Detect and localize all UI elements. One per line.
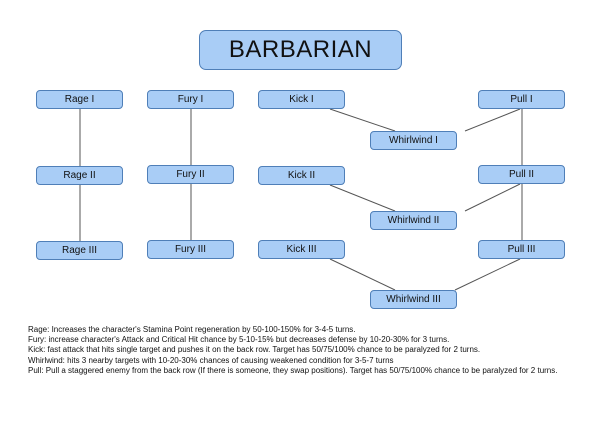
node-fury-1: Fury I — [147, 90, 234, 109]
node-rage-1: Rage I — [36, 90, 123, 109]
description-pull: Pull: Pull a staggered enemy from the ba… — [28, 365, 558, 375]
connector-pull1-whirl1 — [464, 108, 521, 132]
node-pull-1: Pull I — [478, 90, 565, 109]
node-kick-2: Kick II — [258, 166, 345, 185]
connector-kick2-whirl2 — [329, 184, 396, 212]
node-pull-3: Pull III — [478, 240, 565, 259]
diagram-title: BARBARIAN — [199, 30, 402, 70]
connector-kick1-whirl1 — [329, 108, 396, 132]
connector-kick3-whirl3 — [329, 258, 396, 291]
node-pull-2: Pull II — [478, 165, 565, 184]
node-whirlwind-1: Whirlwind I — [370, 131, 457, 150]
node-fury-2: Fury II — [147, 165, 234, 184]
node-fury-3: Fury III — [147, 240, 234, 259]
skill-descriptions: Rage: Increases the character's Stamina … — [28, 325, 588, 376]
node-rage-3: Rage III — [36, 241, 123, 260]
connector-pull2-whirl2 — [464, 183, 521, 212]
node-rage-2: Rage II — [36, 166, 123, 185]
node-kick-3: Kick III — [258, 240, 345, 259]
node-kick-1: Kick I — [258, 90, 345, 109]
node-whirlwind-2: Whirlwind II — [370, 211, 457, 230]
description-whirlwind: Whirlwind: hits 3 nearby targets with 10… — [28, 355, 394, 365]
connector-pull3-whirl3 — [454, 258, 521, 291]
description-fury: Fury: increase character's Attack and Cr… — [28, 335, 450, 345]
description-rage: Rage: Increases the character's Stamina … — [28, 325, 356, 334]
node-whirlwind-3: Whirlwind III — [370, 290, 457, 309]
description-kick: Kick: fast attack that hits single targe… — [28, 345, 481, 355]
